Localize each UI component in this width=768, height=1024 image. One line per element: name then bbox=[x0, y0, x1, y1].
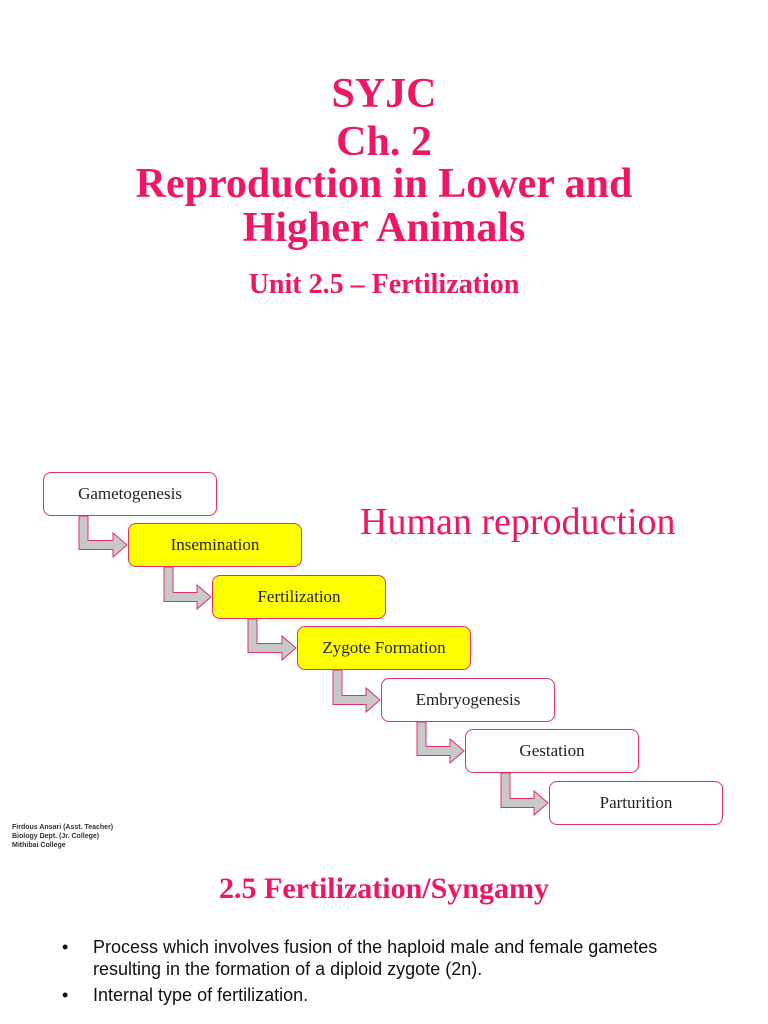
bent-arrow-icon bbox=[247, 618, 297, 662]
step-gestation: Gestation bbox=[465, 729, 639, 773]
title-slide: SYJC Ch. 2 Reproduction in Lower and Hig… bbox=[0, 0, 768, 430]
bent-arrow-icon bbox=[500, 772, 549, 817]
bullet-text: Process which involves fusion of the hap… bbox=[93, 937, 658, 979]
step-embryogenesis: Embryogenesis bbox=[381, 678, 555, 722]
step-fertilization: Fertilization bbox=[212, 575, 386, 619]
step-zygote-formation: Zygote Formation bbox=[297, 626, 471, 670]
bent-arrow-icon bbox=[332, 669, 381, 714]
step-parturition: Parturition bbox=[549, 781, 723, 825]
step-insemination: Insemination bbox=[128, 523, 302, 567]
fertilization-slide: 2.5 Fertilization/Syngamy • Process which… bbox=[0, 850, 768, 1024]
title-line-syjc: SYJC bbox=[331, 71, 437, 117]
bullet-dot-icon: • bbox=[62, 937, 69, 957]
bent-arrow-icon bbox=[416, 721, 465, 765]
credit-line-1: Firdous Ansari (Asst. Teacher) bbox=[12, 824, 114, 831]
bullet-list: • Process which involves fusion of the ha… bbox=[62, 936, 702, 1010]
unit-subtitle: Unit 2.5 – Fertilization bbox=[248, 269, 520, 300]
step-gametogenesis: Gametogenesis bbox=[43, 472, 217, 516]
credit-line-2: Biology Dept. (Jr. College) bbox=[12, 833, 100, 840]
bent-arrow-icon bbox=[78, 515, 128, 559]
fertilization-title: 2.5 Fertilization/Syngamy bbox=[219, 872, 549, 905]
author-credit: Firdous Ansari (Asst. Teacher) Biology D… bbox=[12, 823, 113, 850]
bullet-item: • Internal type of fertilization. bbox=[62, 984, 702, 1006]
human-reproduction-slide: Human reproduction Gametogenesis Insemin… bbox=[0, 430, 768, 850]
credit-line-3: Mithibai College bbox=[12, 842, 66, 849]
bullet-item: • Process which involves fusion of the ha… bbox=[62, 936, 702, 980]
title-line-topic-2: Higher Animals bbox=[242, 205, 526, 251]
title-line-chapter: Ch. 2 bbox=[336, 119, 432, 165]
bullet-text: Internal type of fertilization. bbox=[93, 985, 309, 1005]
title-line-topic-1: Reproduction in Lower and bbox=[135, 161, 633, 207]
bullet-dot-icon: • bbox=[62, 985, 69, 1005]
human-reproduction-title: Human reproduction bbox=[360, 501, 676, 543]
bent-arrow-icon bbox=[163, 566, 212, 611]
